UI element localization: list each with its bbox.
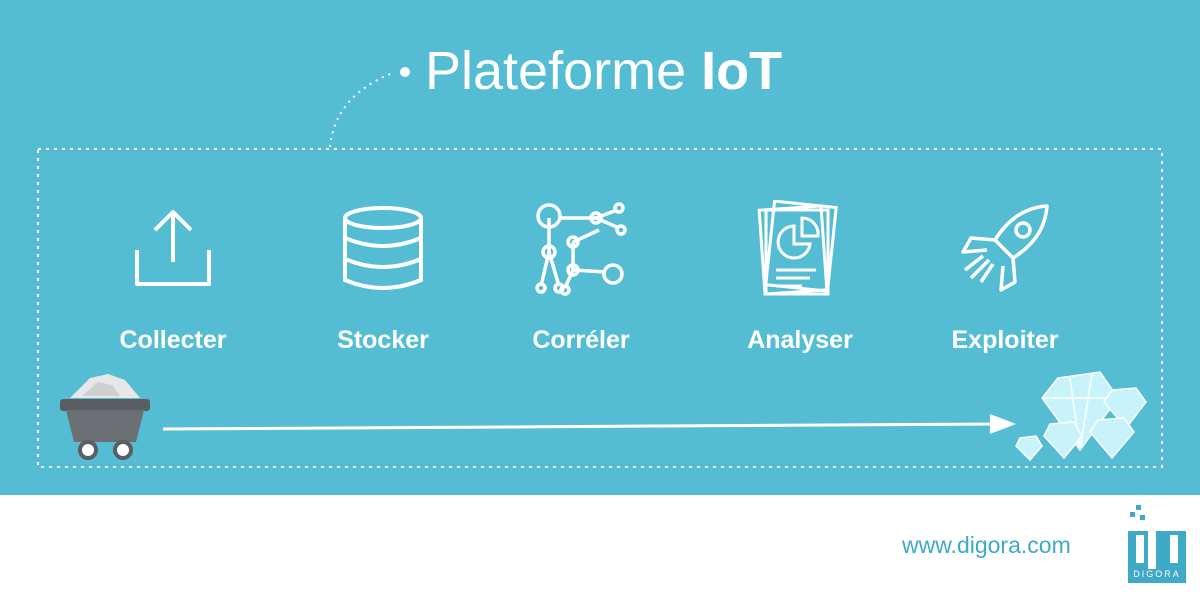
step-collecter: Collecter xyxy=(73,200,273,355)
banner xyxy=(0,0,1200,495)
logo-text: DIGORA xyxy=(1133,569,1181,579)
title-connector xyxy=(329,71,396,148)
network-nodes-icon xyxy=(535,202,627,296)
step-correler: Corréler xyxy=(481,200,681,355)
diamonds-icon xyxy=(1015,371,1147,462)
step-stocker: Stocker xyxy=(283,200,483,355)
report-chart-icon xyxy=(757,200,838,296)
platform-frame xyxy=(37,148,1163,468)
flow-arrow-line xyxy=(162,422,1003,431)
title-bold: IoT xyxy=(701,41,783,101)
page-title: Plateforme IoT xyxy=(425,38,782,104)
step-label: Exploiter xyxy=(951,326,1059,354)
title-dot xyxy=(400,67,410,77)
step-analyser: Analyser xyxy=(700,200,900,355)
step-label: Corréler xyxy=(532,326,630,354)
flow-arrow-head xyxy=(990,414,1016,434)
step-label: Collecter xyxy=(119,326,227,354)
database-icon xyxy=(343,206,423,290)
title-regular: Plateforme xyxy=(425,41,687,101)
step-exploiter: Exploiter xyxy=(905,200,1105,355)
upload-icon xyxy=(135,210,211,286)
digora-logo-icon xyxy=(1128,505,1186,583)
step-label: Analyser xyxy=(747,326,853,354)
rocket-icon xyxy=(961,204,1049,292)
step-label: Stocker xyxy=(337,326,429,354)
website-link[interactable]: www.digora.com xyxy=(902,532,1071,558)
ore-cart-icon xyxy=(60,374,150,460)
flow-graphic xyxy=(37,67,1163,468)
